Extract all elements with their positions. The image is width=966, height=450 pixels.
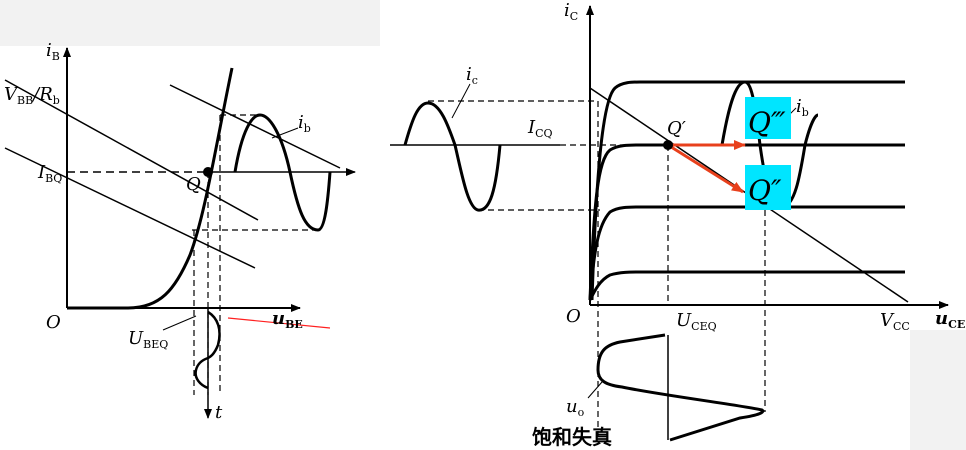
q-label: Q: [186, 174, 201, 195]
input-characteristic-curve: [67, 67, 234, 310]
load-line-middle: [4, 147, 256, 269]
red-annotation-line: [227, 317, 331, 329]
ib-sine-wave: [233, 113, 332, 232]
right-output-characteristic: [390, 5, 949, 442]
ib-leader-left: [271, 127, 299, 139]
output-curve-4: [590, 80, 905, 301]
uo-distorted-wave: [596, 333, 765, 442]
background-panel-left: [0, 0, 380, 46]
left-input-characteristic: [4, 47, 356, 419]
q-double-highlight: [745, 165, 791, 210]
ibq-label: IBQ: [37, 162, 62, 185]
uce-axis-label: uCE: [935, 308, 965, 331]
uo-label: uo: [566, 396, 585, 419]
output-curve-2: [588, 205, 905, 301]
t-axis-label: t: [215, 402, 223, 423]
q-triple-highlight: [745, 97, 791, 139]
ic-leader: [451, 83, 471, 119]
q-prime-point: [663, 140, 673, 150]
ube-sine-wave: [194, 310, 221, 390]
ubeq-leader: [162, 315, 197, 331]
left-origin-label: O: [46, 312, 61, 333]
q-double-label: Q″: [748, 174, 782, 207]
q-triple-label: Q‴: [748, 106, 786, 139]
q-prime-label: Q′: [667, 118, 686, 139]
load-line-upper: [4, 79, 259, 221]
background-panel-right: [910, 330, 966, 450]
ubeq-label: UBEQ: [128, 328, 168, 351]
left-iB-axis-label: iB: [46, 40, 60, 63]
right-iC-axis-label: iC: [564, 0, 578, 23]
right-origin-label: O: [566, 306, 581, 327]
uo-leader: [587, 381, 603, 399]
saturation-distortion-caption: 饱和失真: [532, 425, 612, 449]
ib-wave-label: ib: [298, 112, 311, 135]
ic-wave-label: ic: [466, 64, 478, 87]
q-point: [203, 167, 213, 177]
uceq-label: UCEQ: [676, 310, 717, 333]
icq-label: ICQ: [527, 117, 553, 140]
vbb-rb-label: VBB/Rb: [4, 84, 60, 107]
vcc-label: VCC: [880, 310, 910, 333]
output-curve-1: [588, 270, 905, 301]
load-line-right: [169, 84, 341, 169]
ube-axis-label: uBE: [272, 308, 303, 331]
arrow-to-q-double: [667, 143, 744, 194]
ic-sine-wave: [403, 101, 502, 212]
ib-right-label: ib: [796, 96, 809, 119]
